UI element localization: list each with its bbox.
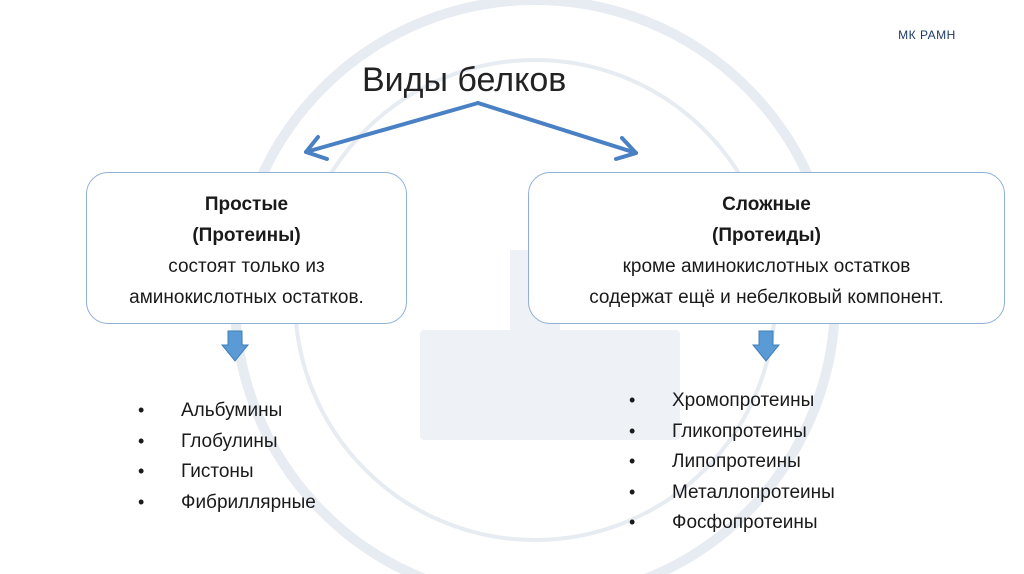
complex-proteins-box: Сложные (Протеиды) кроме аминокислотных … [528,172,1005,324]
arrow-line-left [304,101,480,154]
logo: МК РАМН [894,28,960,42]
list-item: Липопротеины [629,446,835,478]
complex-description-line2: содержат ещё и небелковый компонент. [589,287,944,308]
complex-description-line1: кроме аминокислотных остатков [622,256,911,277]
down-arrow-icon-right [752,330,780,362]
down-arrow-icon-left [221,330,249,362]
list-item: Фосфопротеины [629,507,835,539]
simple-heading: Простые [204,194,289,215]
list-item: Глобулины [138,426,316,458]
list-item: Альбумины [138,395,316,427]
list-item: Гликопротеины [629,416,835,448]
complex-proteins-list: Хромопротеины Гликопротеины Липопротеины… [629,385,835,539]
complex-heading: Сложные [722,194,811,215]
complex-subheading: (Протеиды) [712,225,821,246]
list-item: Хромопротеины [629,385,835,417]
list-item: Гистоны [138,456,316,488]
list-item: Фибриллярные [138,487,316,519]
logo-text: МК РАМН [898,28,956,42]
list-item: Металлопротеины [629,477,835,509]
arrow-head-left [304,135,329,161]
simple-description-line1: состоят только из [168,256,325,277]
simple-subheading: (Протеины) [192,225,301,246]
page-title: Виды белков [362,60,567,99]
arrow-head-right [614,136,638,161]
arrow-line-right [476,101,638,155]
simple-description-line2: аминокислотных остатков. [129,287,364,308]
simple-proteins-box: Простые (Протеины) состоят только из ами… [86,172,407,324]
simple-proteins-list: Альбумины Глобулины Гистоны Фибриллярные [138,395,316,519]
